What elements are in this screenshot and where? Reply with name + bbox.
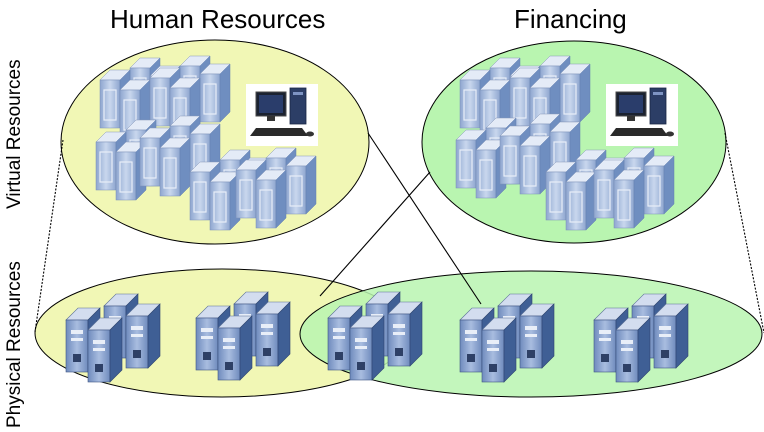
- label-physical-resources: Physical Resources: [4, 261, 25, 428]
- connector-line: [724, 132, 764, 334]
- mapping-lines: [34, 132, 764, 334]
- connector-line: [34, 139, 64, 333]
- desktop-computer-icon: [605, 83, 679, 147]
- connector-line: [367, 132, 482, 305]
- label-virtual-resources: Virtual Resources: [4, 59, 25, 209]
- desktop-computer-icon: [245, 83, 319, 147]
- group-title-financing: Financing: [514, 4, 627, 34]
- connector-line: [319, 171, 431, 297]
- group-title-human-resources: Human Resources: [110, 4, 326, 34]
